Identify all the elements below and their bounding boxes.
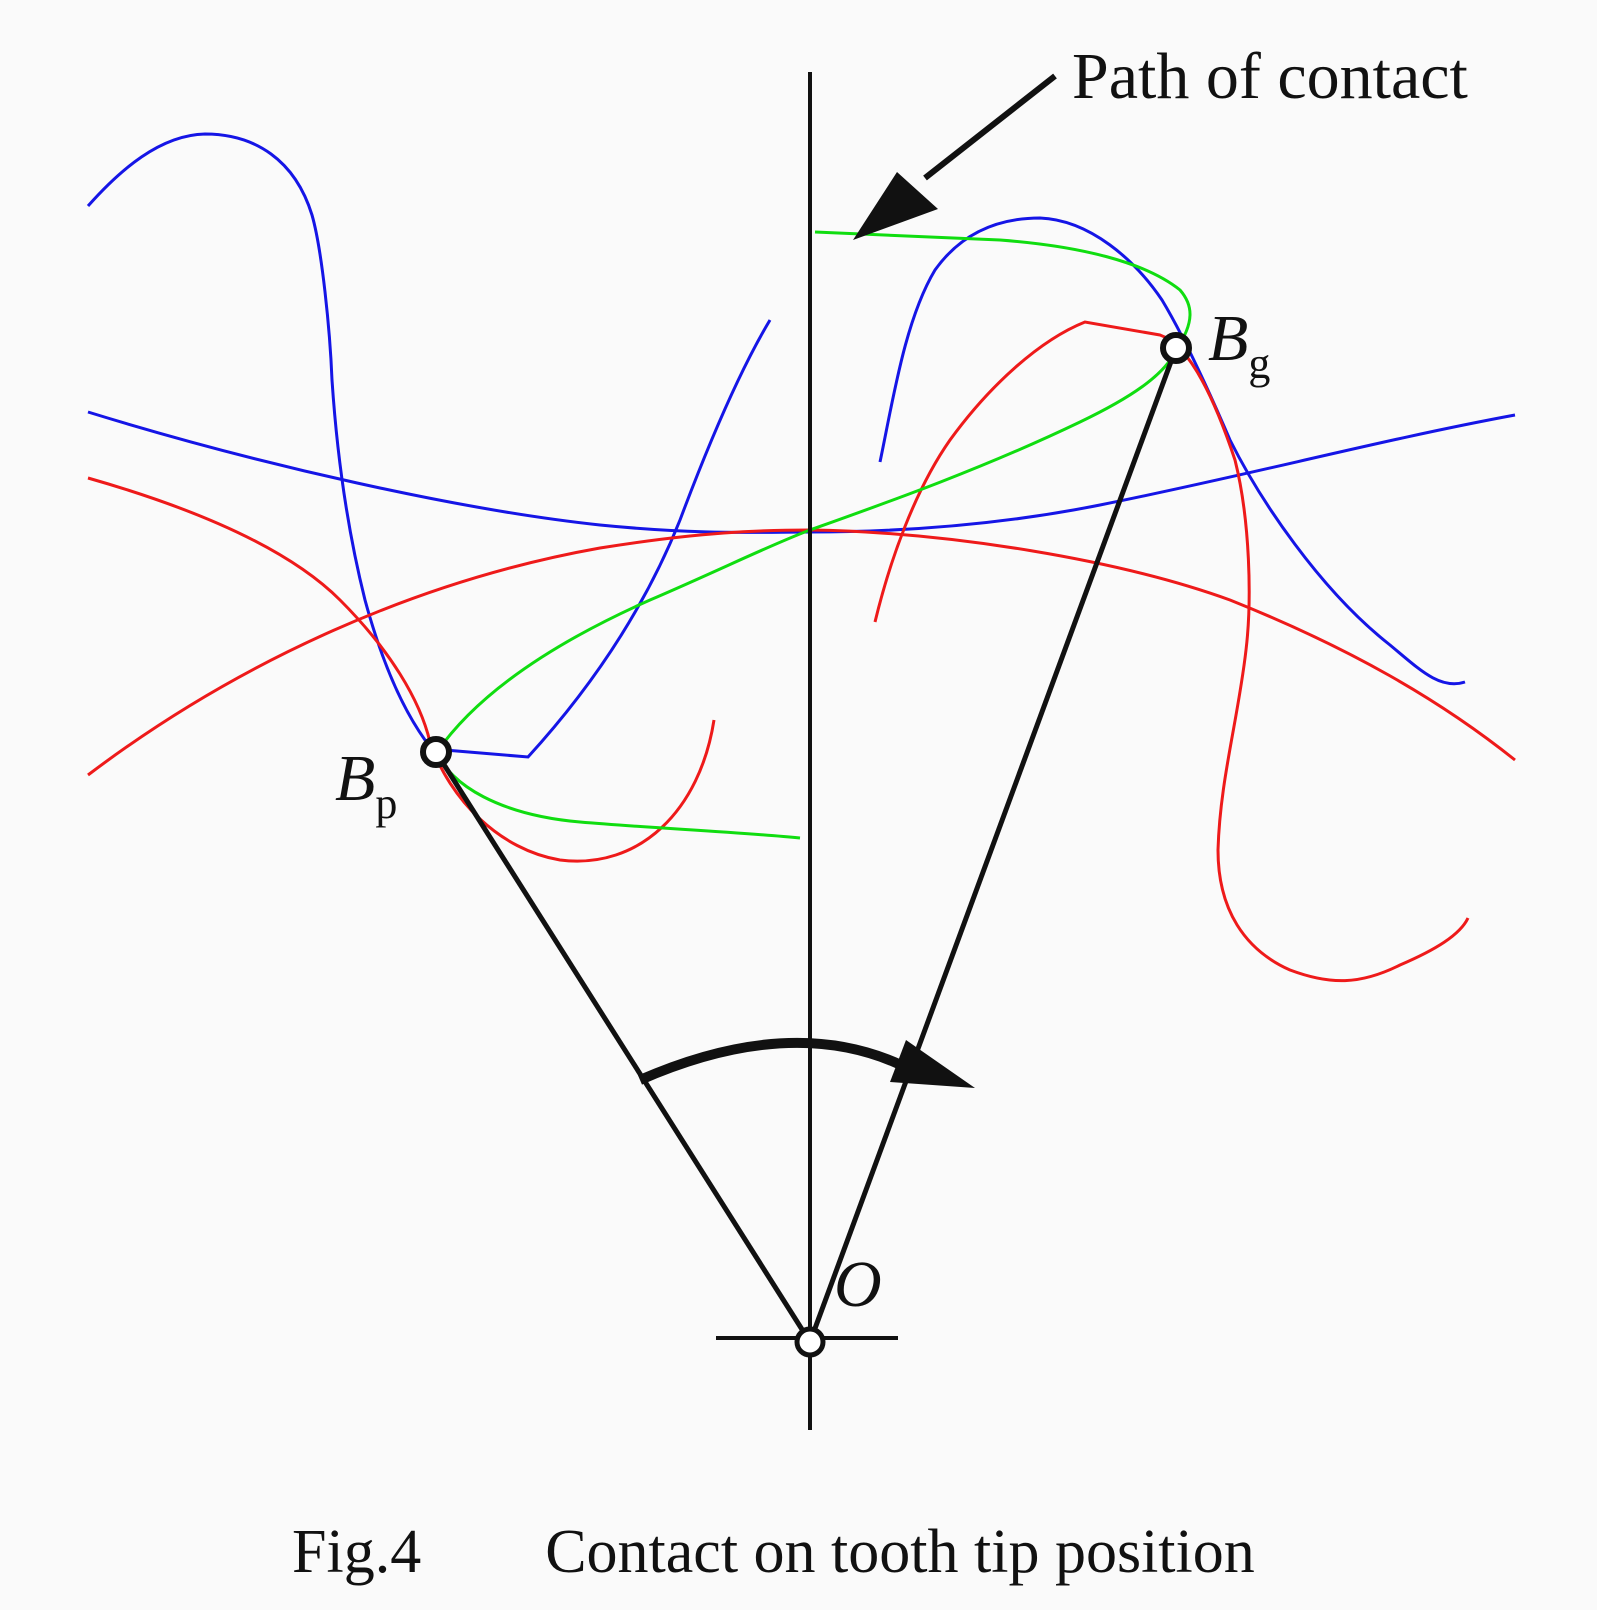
- label-bg: Bg: [1208, 302, 1270, 388]
- green-path-line: [435, 349, 1178, 753]
- rotation-arc: [637, 1037, 918, 1085]
- point-bg-marker: [1160, 332, 1192, 364]
- green-upper-branch: [814, 230, 1192, 351]
- red-rim-circle: [87, 528, 1516, 777]
- annotation-leader-line: [923, 73, 1057, 181]
- green-contact-path: [435, 230, 1192, 840]
- label-bg-subscript: g: [1248, 339, 1270, 388]
- figure-caption: Fig.4 Contact on tooth tip position: [292, 1518, 1255, 1586]
- red-rim-circle-left: [87, 476, 716, 863]
- red-tooth-profiles: [87, 320, 1516, 983]
- rotation-arrowhead: [890, 1040, 975, 1088]
- radius-to-bg: [807, 347, 1179, 1343]
- label-o: O: [834, 1248, 882, 1321]
- red-tooth-right: [873, 320, 1470, 983]
- annotation-path-of-contact: Path of contact: [1072, 40, 1468, 113]
- blue-tooth-profiles: [86, 132, 1516, 759]
- label-bg-letter: B: [1208, 302, 1248, 375]
- blue-rim-circle: [87, 410, 1516, 534]
- blue-tooth-left: [86, 132, 772, 759]
- annotation-arrowhead: [853, 172, 938, 240]
- point-o-marker: [794, 1326, 826, 1358]
- radius-to-bp: [433, 750, 813, 1344]
- label-bp: Bp: [335, 742, 397, 828]
- green-lower-branch: [435, 751, 801, 840]
- label-bp-letter: B: [335, 742, 375, 815]
- point-bp-marker: [420, 736, 452, 768]
- label-bp-subscript: p: [375, 779, 397, 828]
- blue-tooth-right: [878, 216, 1466, 686]
